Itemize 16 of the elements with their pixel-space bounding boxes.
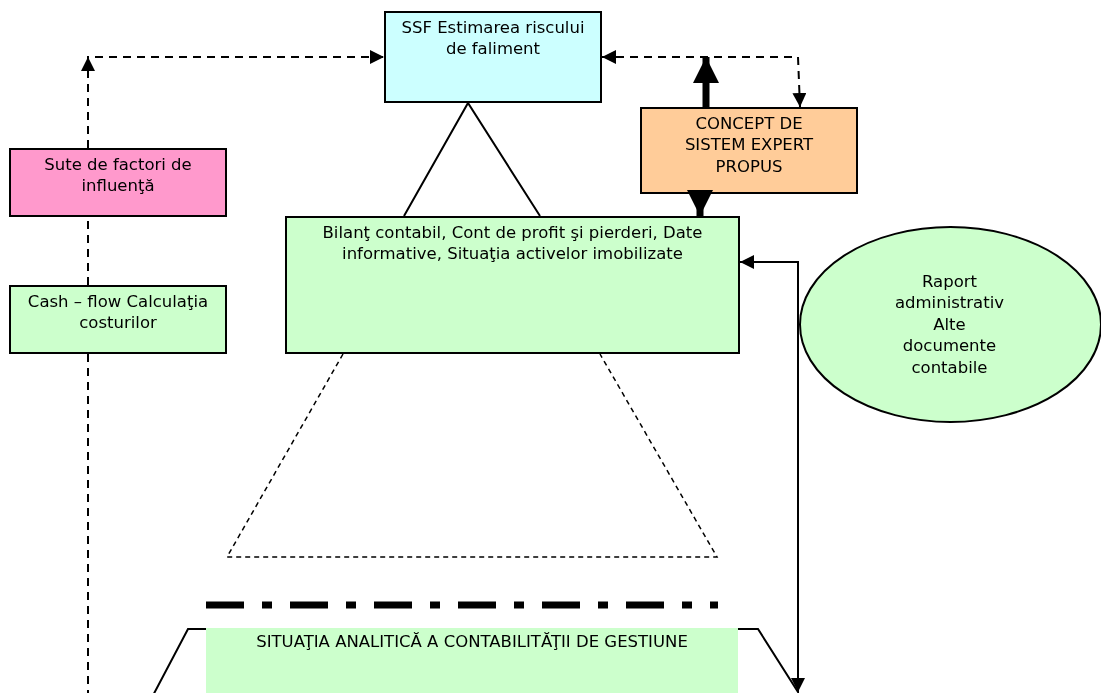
- process-box: [640, 107, 858, 194]
- process-box: [9, 285, 227, 354]
- process-box: [285, 216, 740, 354]
- box-text: Cash – flow Calculaţia costurilor: [27, 291, 209, 334]
- process-box: [384, 11, 602, 103]
- band-text: SITUAŢIA ANALITICĂ A CONTABILITĂŢII DE GESTIUNE: [256, 631, 688, 653]
- arrow: [739, 255, 805, 693]
- dashed-arrow: [81, 50, 385, 149]
- dashed-arrow: [601, 50, 807, 108]
- thick-arrow: [687, 190, 713, 216]
- box-text: Sute de factori de influenţă: [43, 154, 193, 197]
- box-text: Bilanţ contabil, Cont de profit şi pierderi, Date informative, Situaţia activelor imobilizate: [321, 222, 704, 265]
- box-text: CONCEPT DE SISTEM EXPERT PROPUS: [683, 113, 815, 178]
- box-text: SSF Estimarea riscului de faliment: [400, 17, 586, 60]
- process-box: [9, 148, 227, 217]
- ellipse-text: Raport administrativ Alte documente contabile: [893, 270, 1006, 379]
